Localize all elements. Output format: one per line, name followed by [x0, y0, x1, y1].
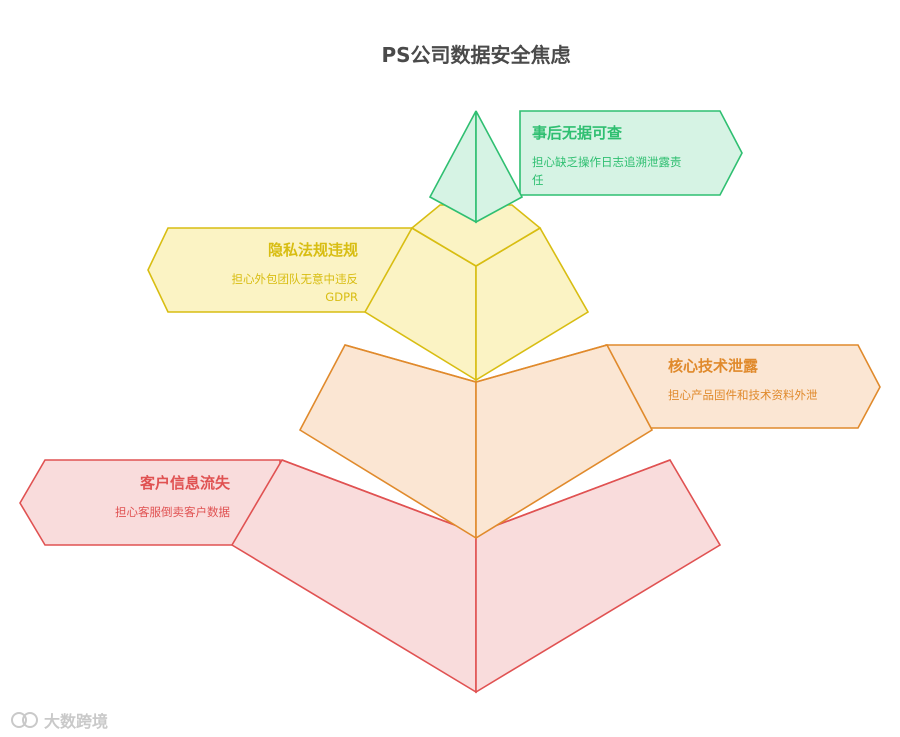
level-desc-second-line1: 担心外包团队无意中违反 [232, 272, 359, 286]
level-heading-second: 隐私法规违规 [268, 241, 358, 259]
brand-logo-icon [11, 712, 38, 728]
level-desc-top-line1: 担心缺乏操作日志追溯泄露责 [532, 155, 682, 169]
level-second: 隐私法规违规 担心外包团队无意中违反 GDPR [147, 204, 590, 382]
watermark-text: 大数跨境 [44, 712, 109, 731]
diagram-title: PS公司数据安全焦虑 [381, 43, 570, 67]
level-top: 事后无据可查 担心缺乏操作日志追溯泄露责 任 [428, 110, 743, 224]
level-desc-third-line1: 担心产品固件和技术资料外泄 [668, 388, 818, 402]
level-heading-top: 事后无据可查 [532, 124, 623, 142]
level-heading-base: 客户信息流失 [139, 474, 231, 492]
level-desc-second-line2: GDPR [325, 290, 358, 304]
slab-top-right [475, 110, 524, 224]
watermark: 大数跨境 [10, 708, 108, 732]
level-heading-third: 核心技术泄露 [668, 357, 759, 375]
level-desc-base-line1: 担心客服倒卖客户数据 [115, 505, 230, 519]
callout-top [519, 110, 743, 196]
level-base: 客户信息流失 担心客服倒卖客户数据 [19, 459, 722, 694]
slab-top-left [428, 110, 477, 224]
level-desc-top-line2: 任 [532, 173, 544, 187]
level-third: 核心技术泄露 担心产品固件和技术资料外泄 [298, 344, 881, 540]
